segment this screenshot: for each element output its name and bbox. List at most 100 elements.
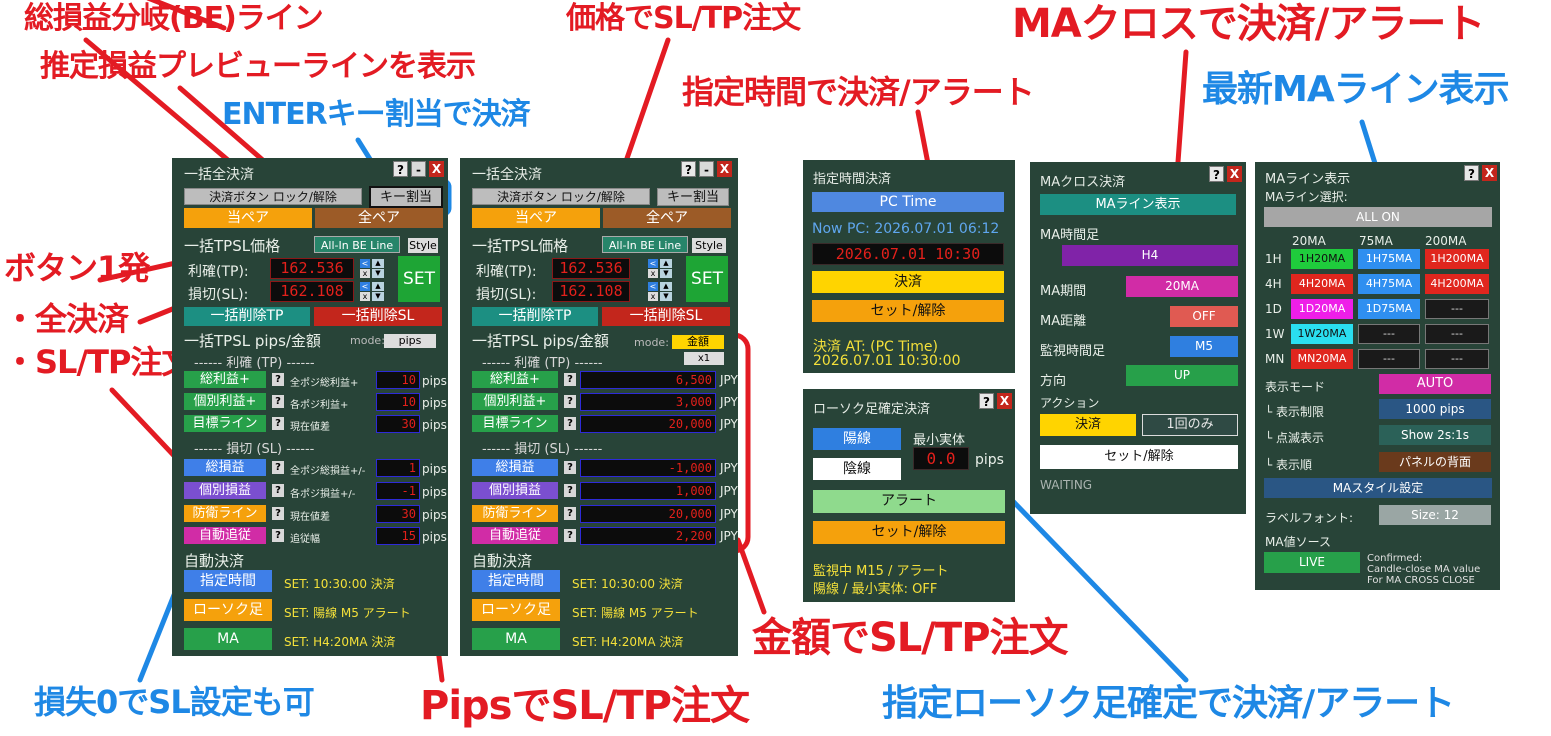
sl-value-input[interactable]: 1 xyxy=(376,459,420,477)
target-line-button[interactable]: 目標ライン xyxy=(472,415,558,432)
individual-profit-button[interactable]: 個別利益+ xyxy=(472,393,558,410)
key-assign-button[interactable]: キー割当 xyxy=(657,188,729,206)
delete-tp-button[interactable]: 一括削除TP xyxy=(472,307,598,326)
lock-toggle-button[interactable]: 決済ボタン ロック/解除 xyxy=(184,188,362,205)
tp-value-input[interactable]: 10 xyxy=(376,371,420,389)
down-arrow-icon[interactable]: ▼ xyxy=(372,292,384,301)
set-button[interactable]: SET xyxy=(398,256,440,302)
ma-toggle-mn20ma[interactable]: MN20MA xyxy=(1291,349,1353,369)
ma-line-display-button[interactable]: MAライン表示 xyxy=(1040,194,1236,215)
help-icon[interactable]: ? xyxy=(979,393,994,409)
candle-close-button[interactable]: ローソク足 xyxy=(472,599,560,621)
help-icon[interactable]: ? xyxy=(272,417,284,430)
sl-value-input[interactable]: -1 xyxy=(376,482,420,500)
delete-sl-button[interactable]: 一括削除SL xyxy=(602,307,730,326)
ma-toggle-1w75ma[interactable]: --- xyxy=(1358,324,1420,344)
x-icon[interactable]: x xyxy=(648,269,658,278)
delete-sl-button[interactable]: 一括削除SL xyxy=(314,307,442,326)
set-toggle-button[interactable]: セット/解除 xyxy=(1040,445,1238,469)
tp-value-input[interactable]: 30 xyxy=(376,415,420,433)
target-time-input[interactable]: 2026.07.01 10:30 xyxy=(812,243,1004,265)
ma-period-select[interactable]: 20MA xyxy=(1126,276,1238,297)
current-pair-close-button[interactable]: 当ペア xyxy=(184,208,312,228)
blink-select[interactable]: Show 2s:1s xyxy=(1379,425,1491,445)
ma-toggle-4h75ma[interactable]: 4H75MA xyxy=(1358,274,1420,294)
tp-value-input[interactable]: 10 xyxy=(376,393,420,411)
ma-toggle-4h20ma[interactable]: 4H20MA xyxy=(1291,274,1353,294)
total-loss-button[interactable]: 総損益 xyxy=(472,459,558,476)
ma-close-button[interactable]: MA xyxy=(184,628,272,650)
tp-price-input[interactable]: 162.536 xyxy=(270,258,354,279)
min-body-input[interactable]: 0.0 xyxy=(913,447,969,470)
help-icon[interactable]: ? xyxy=(272,529,284,542)
ma-toggle-mn75ma[interactable]: --- xyxy=(1358,349,1420,369)
down-arrow-icon[interactable]: ▼ xyxy=(660,292,672,301)
help-icon[interactable]: ? xyxy=(272,373,284,386)
ma-toggle-mn200ma[interactable]: --- xyxy=(1425,349,1489,369)
help-icon[interactable]: ? xyxy=(272,395,284,408)
bearish-button[interactable]: 陰線 xyxy=(813,458,901,480)
individual-loss-button[interactable]: 個別損益 xyxy=(472,482,558,499)
help-icon[interactable]: ? xyxy=(272,461,284,474)
all-pairs-close-button[interactable]: 全ペア xyxy=(603,208,731,228)
ma-source-live-button[interactable]: LIVE xyxy=(1264,552,1360,573)
close-icon[interactable]: X xyxy=(1482,165,1497,181)
close-icon[interactable]: X xyxy=(1227,166,1242,182)
help-icon[interactable]: ? xyxy=(564,484,576,497)
be-line-button[interactable]: All-In BE Line xyxy=(314,236,400,253)
arrow-left-icon[interactable]: < xyxy=(648,259,658,268)
up-arrow-icon[interactable]: ▲ xyxy=(372,259,384,268)
ma-toggle-1d200ma[interactable]: --- xyxy=(1425,299,1489,319)
down-arrow-icon[interactable]: ▼ xyxy=(372,269,384,278)
sl-amount-input[interactable]: 2,200 xyxy=(580,527,716,545)
arrow-left-icon[interactable]: < xyxy=(360,282,370,291)
arrow-left-icon[interactable]: < xyxy=(360,259,370,268)
x-icon[interactable]: x xyxy=(360,292,370,301)
close-icon[interactable]: X xyxy=(997,393,1012,409)
sl-amount-input[interactable]: -1,000 xyxy=(580,459,716,477)
sl-amount-input[interactable]: 1,000 xyxy=(580,482,716,500)
tp-amount-input[interactable]: 6,500 xyxy=(580,371,716,389)
ma-close-button[interactable]: MA xyxy=(472,628,560,650)
defense-line-button[interactable]: 防衛ライン xyxy=(472,505,558,522)
candle-close-button[interactable]: ローソク足 xyxy=(184,599,272,621)
help-icon[interactable]: ? xyxy=(564,395,576,408)
tp-price-input[interactable]: 162.536 xyxy=(552,258,630,279)
ma-toggle-1d20ma[interactable]: 1D20MA xyxy=(1291,299,1353,319)
total-profit-button[interactable]: 総利益+ xyxy=(472,371,558,388)
watch-timeframe-select[interactable]: M5 xyxy=(1170,336,1238,357)
ma-toggle-1w200ma[interactable]: --- xyxy=(1425,324,1489,344)
up-arrow-icon[interactable]: ▲ xyxy=(660,259,672,268)
sl-value-input[interactable]: 15 xyxy=(376,527,420,545)
ma-toggle-1w20ma[interactable]: 1W20MA xyxy=(1291,324,1353,344)
key-assign-button[interactable]: キー割当 xyxy=(369,186,443,208)
ma-toggle-1h200ma[interactable]: 1H200MA xyxy=(1425,249,1489,269)
limit-select[interactable]: 1000 pips xyxy=(1379,399,1491,419)
help-icon[interactable]: ? xyxy=(564,461,576,474)
trailing-button[interactable]: 自動追従 xyxy=(184,527,266,544)
help-icon[interactable]: ? xyxy=(393,161,408,177)
direction-select[interactable]: UP xyxy=(1126,365,1238,386)
time-close-button[interactable]: 指定時間 xyxy=(472,570,560,592)
display-mode-select[interactable]: AUTO xyxy=(1379,374,1491,394)
set-toggle-button[interactable]: セット/解除 xyxy=(812,300,1004,322)
multiplier-button[interactable]: x1 xyxy=(684,352,724,365)
time-close-button[interactable]: 指定時間 xyxy=(184,570,272,592)
individual-loss-button[interactable]: 個別損益 xyxy=(184,482,266,499)
lock-toggle-button[interactable]: 決済ボタン ロック/解除 xyxy=(472,188,650,205)
sl-value-input[interactable]: 30 xyxy=(376,505,420,523)
mode-button[interactable]: pips xyxy=(384,334,436,348)
tp-amount-input[interactable]: 20,000 xyxy=(580,415,716,433)
individual-profit-button[interactable]: 個別利益+ xyxy=(184,393,266,410)
help-icon[interactable]: ? xyxy=(564,529,576,542)
style-button[interactable]: Style xyxy=(408,238,438,253)
total-loss-button[interactable]: 総損益 xyxy=(184,459,266,476)
help-icon[interactable]: ? xyxy=(564,417,576,430)
target-line-button[interactable]: 目標ライン xyxy=(184,415,266,432)
current-pair-close-button[interactable]: 当ペア xyxy=(472,208,600,228)
defense-line-button[interactable]: 防衛ライン xyxy=(184,505,266,522)
bullish-button[interactable]: 陽線 xyxy=(813,428,901,450)
order-select[interactable]: パネルの背面 xyxy=(1379,452,1491,472)
help-icon[interactable]: ? xyxy=(564,507,576,520)
close-icon[interactable]: X xyxy=(717,161,732,177)
